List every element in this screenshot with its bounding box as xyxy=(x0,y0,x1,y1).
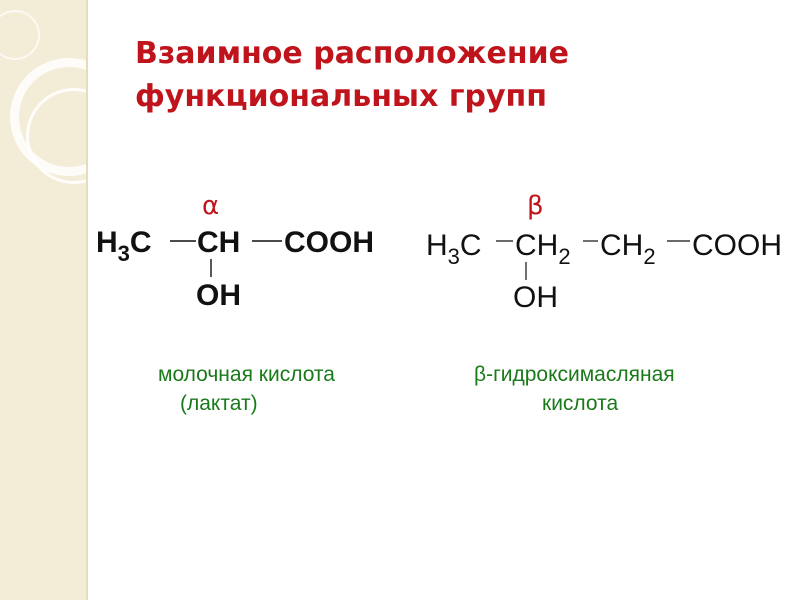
h3c-group: H3C xyxy=(96,226,152,266)
hydroxybutyric-acid-formula: β H3C CH2 CH2 COOH OH xyxy=(426,191,782,314)
caption-line-2: (лактат) xyxy=(180,392,258,415)
alpha-label: α xyxy=(202,191,219,221)
beta-label: β xyxy=(527,191,544,221)
ch-group: CH xyxy=(197,226,240,259)
ch2-group-alpha: CH2 xyxy=(515,229,571,269)
title-line-2: функциональных групп xyxy=(135,79,548,114)
oh-group: OH xyxy=(196,279,241,312)
caption-line-1: молочная кислота xyxy=(158,363,335,386)
slide-title: Взаимное расположение функциональных гру… xyxy=(135,32,569,118)
decorative-ring xyxy=(0,10,40,60)
ch2-group-beta: CH2 xyxy=(600,229,656,269)
cooh-group: COOH xyxy=(692,229,782,262)
oh-group: OH xyxy=(513,281,558,314)
caption-line-2: кислота xyxy=(542,392,619,415)
caption-line-1: β-гидроксимасляная xyxy=(474,363,675,386)
title-line-1: Взаимное расположение xyxy=(135,36,569,71)
cooh-group: COOH xyxy=(284,226,374,259)
decorative-side-band xyxy=(0,0,88,600)
h3c-group: H3C xyxy=(426,229,482,269)
band-edge xyxy=(86,0,88,600)
lactic-acid-caption: молочная кислота (лактат) xyxy=(158,360,335,418)
lactic-acid-formula: α H3C CH COOH OH xyxy=(96,191,374,312)
hydroxybutyric-acid-caption: β-гидроксимасляная кислота xyxy=(474,360,675,418)
